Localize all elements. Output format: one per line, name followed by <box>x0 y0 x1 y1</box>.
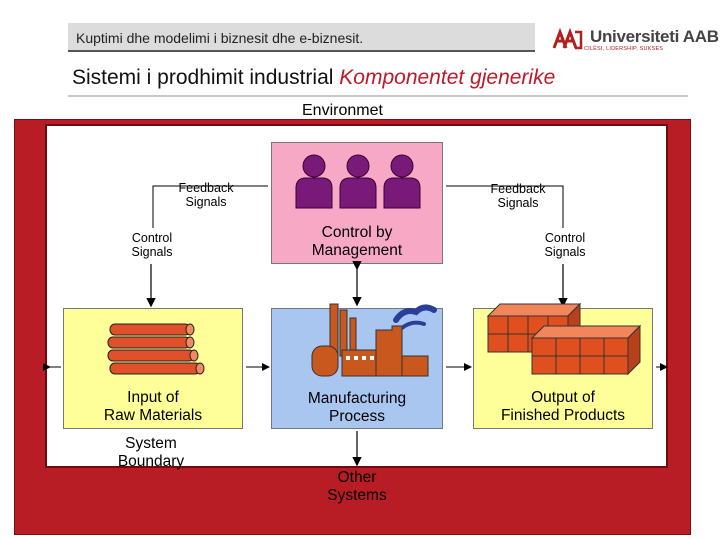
title-rule <box>68 95 688 97</box>
management-label: Control by Management <box>311 224 403 259</box>
control-signals-right-label: Control Signals <box>544 231 586 259</box>
process-label: Manufacturing Process <box>307 390 407 425</box>
feedback-signals-right-label: Feedback Signals <box>490 182 546 210</box>
managers-icon <box>295 154 421 209</box>
factory-icon <box>311 303 437 377</box>
feedback-signals-left-label: Feedback Signals <box>178 181 234 209</box>
slide-title: Sistemi i prodhimit industrial Komponent… <box>72 66 555 90</box>
logo-name: Universiteti AAB <box>590 27 719 46</box>
raw-materials-logs-icon <box>107 323 205 375</box>
environment-label: Environmet <box>302 102 383 119</box>
feedback-left-arrow <box>152 185 268 228</box>
system-boundary-label: System Boundary <box>117 435 185 470</box>
raw-materials-label: Input of Raw Materials <box>103 389 203 424</box>
logo-tagline: CILËSI, LIDERSHIP, SUKSES <box>584 46 664 52</box>
finished-products-label: Output of Finished Products <box>500 389 626 424</box>
feedback-right-arrow <box>446 185 564 228</box>
title-main: Sistemi i prodhimit industrial <box>72 66 334 89</box>
header-bar <box>68 23 535 52</box>
title-accent: Komponentet gjenerike <box>339 66 556 89</box>
university-logo-icon <box>550 27 584 50</box>
control-signals-left-label: Control Signals <box>131 231 173 259</box>
course-title: Kuptimi dhe modelimi i biznesit dhe e-bi… <box>76 30 364 46</box>
other-systems-label: Other Systems <box>327 469 387 504</box>
finished-products-crates-icon <box>486 302 642 376</box>
